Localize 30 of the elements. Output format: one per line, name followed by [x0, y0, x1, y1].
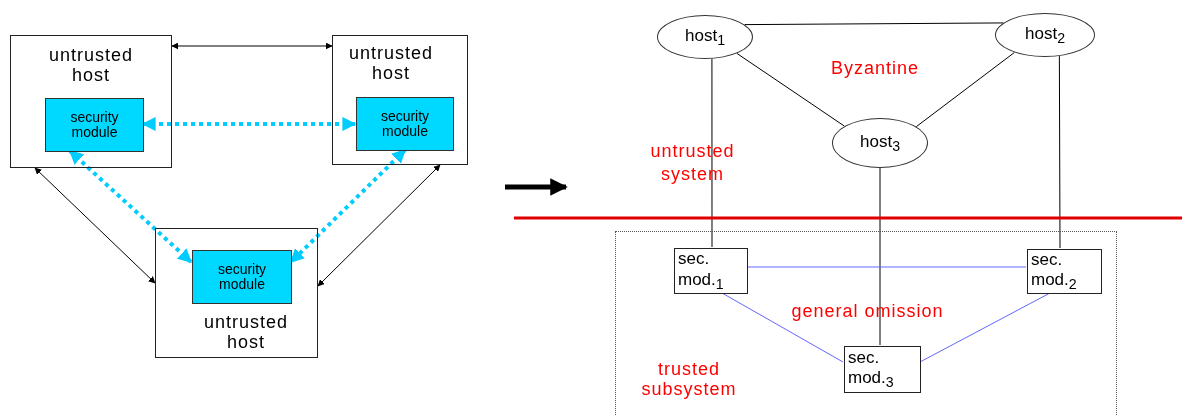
host-ellipse: host$_{3}$ — [832, 118, 928, 168]
subsystem-label: trusted subsystem — [640, 360, 738, 400]
host-ellipse: host$_{1}$ — [657, 15, 753, 59]
module-box: sec. mod.$_{3}$ — [844, 346, 921, 393]
connector — [915, 51, 1015, 128]
connector — [879, 167, 881, 346]
connector — [34, 167, 156, 284]
host-label: untrusted host — [347, 44, 435, 84]
connector — [736, 52, 845, 127]
host-label: untrusted host — [202, 313, 290, 353]
connector — [711, 58, 713, 248]
module-box: sec. mod.$_{1}$ — [674, 248, 748, 294]
host-ellipse: host$_{2}$ — [995, 13, 1095, 57]
connector — [1058, 55, 1061, 249]
module-box: security module — [192, 250, 292, 304]
connector — [744, 22, 1004, 26]
region-label: Byzantine — [829, 57, 921, 80]
host-box — [10, 35, 172, 168]
connector — [746, 266, 1027, 268]
subsystem-box — [615, 231, 1117, 415]
connector — [317, 164, 441, 287]
host-box — [155, 228, 318, 358]
connector — [171, 42, 333, 50]
module-box: sec. mod.$_{2}$ — [1027, 249, 1102, 294]
region-label: general omission — [790, 300, 945, 323]
module-box: security module — [356, 97, 454, 151]
host-label: untrusted host — [47, 46, 135, 86]
region-label: untrusted system — [649, 140, 736, 185]
host-box — [332, 35, 468, 165]
module-box: security module — [45, 98, 144, 152]
